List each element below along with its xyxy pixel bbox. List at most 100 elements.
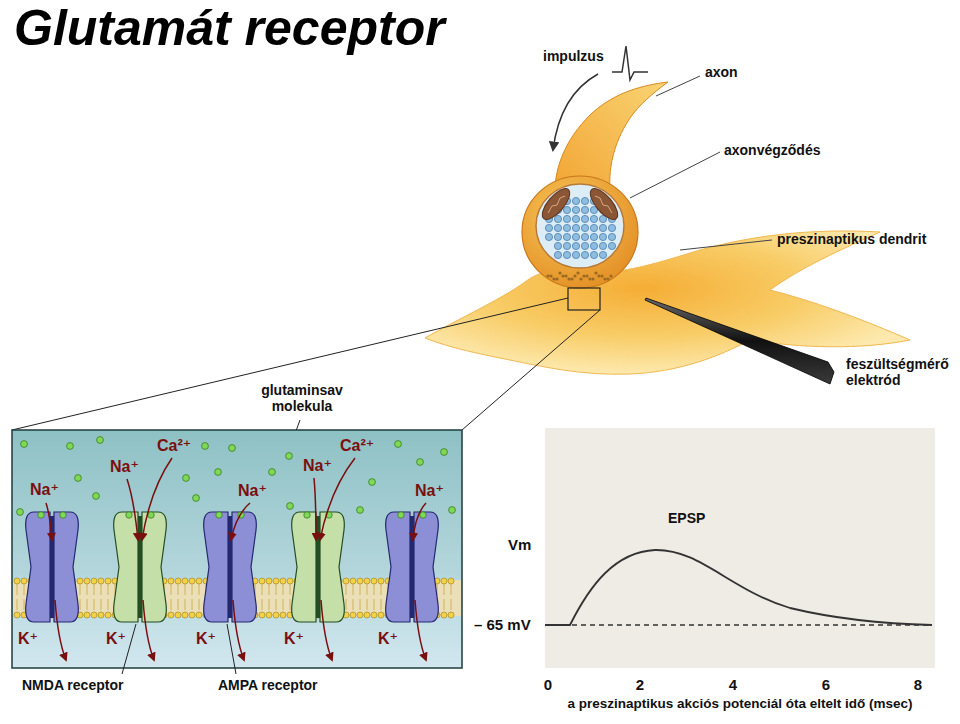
vesicle	[563, 233, 570, 240]
lipid-head	[91, 578, 97, 584]
lipid-tail	[178, 584, 179, 612]
lipid-head	[287, 578, 293, 584]
ion-label: Na⁺	[30, 481, 59, 499]
lipid-head	[182, 578, 188, 584]
zoom-square	[568, 288, 600, 310]
lipid-head	[91, 612, 97, 618]
lipid-head	[350, 578, 356, 584]
lipid-head	[280, 612, 286, 618]
lipid-tail	[283, 584, 284, 612]
ion-label: Ca²⁺	[340, 437, 374, 455]
glutamate-molecule	[215, 469, 222, 476]
vesicle	[554, 242, 561, 249]
vesicle	[581, 224, 588, 231]
lipid-head	[189, 578, 195, 584]
part-label: glutaminsav molekula	[252, 382, 352, 414]
channel-subunit	[320, 512, 344, 622]
bound-glutamate	[420, 512, 426, 518]
terminal-cutaway	[536, 184, 624, 268]
mitochondrion-crista	[595, 196, 612, 213]
leader-line	[630, 152, 720, 198]
lipid-head	[266, 612, 272, 618]
vesicle	[572, 224, 579, 231]
lipid-tail	[381, 584, 382, 612]
ion-flow-arrow	[413, 503, 426, 540]
axis-title: Vm	[508, 536, 531, 553]
axis-tick-label: 4	[729, 676, 737, 693]
ion-label: K⁺	[106, 630, 126, 648]
lipid-head	[14, 578, 20, 584]
vesicle	[554, 215, 561, 222]
active-zone-dot	[579, 277, 582, 280]
glutamate-molecule	[287, 503, 294, 510]
lipid-tail	[367, 584, 368, 612]
ion-label: K⁺	[18, 630, 38, 648]
vesicle	[590, 242, 597, 249]
ion-flow-arrow	[233, 600, 244, 660]
vesicle	[581, 206, 588, 213]
vesicle	[563, 242, 570, 249]
vesicle	[563, 251, 570, 258]
glutamate-molecules	[17, 437, 456, 516]
active-zone-dot	[549, 274, 552, 277]
active-zone-dot	[594, 271, 597, 274]
channel-subunit	[142, 512, 166, 622]
lipid-head	[343, 578, 349, 584]
mitochondrion	[586, 184, 623, 223]
active-zone-dot	[570, 277, 573, 280]
vesicle	[554, 251, 561, 258]
glutamate-molecule	[97, 437, 104, 444]
ion-flow-arrow	[143, 600, 154, 660]
leader-line	[680, 240, 772, 250]
ampa-channel	[386, 512, 439, 622]
lipid-tail	[185, 584, 186, 612]
leader-line	[227, 624, 236, 674]
vesicle	[599, 233, 606, 240]
vesicle	[599, 251, 606, 258]
active-zone-dot	[567, 277, 570, 280]
lipid-head	[98, 612, 104, 618]
glutamate-molecule	[17, 509, 24, 516]
active-zone-dot	[546, 274, 549, 277]
axis-title: a preszinaptikus akciós potenciál óta el…	[567, 696, 912, 712]
lipid-head	[98, 578, 104, 584]
vesicle	[590, 251, 597, 258]
part-label: axonvégződés	[724, 142, 820, 158]
ion-label: K⁺	[196, 630, 216, 648]
vesicle	[563, 224, 570, 231]
lipid-head	[364, 612, 370, 618]
vesicle	[590, 215, 597, 222]
lipid-tail	[94, 584, 95, 612]
vesicle	[590, 233, 597, 240]
vesicle	[563, 206, 570, 213]
channel-subunit	[232, 512, 256, 622]
axis-tick-label: 0	[544, 676, 552, 693]
diagram-title: Glutamát receptor	[14, 0, 445, 58]
ion-flow-arrow	[142, 458, 172, 540]
ion-arrows	[46, 458, 426, 660]
epsp-curve	[545, 550, 932, 625]
lipid-head	[357, 578, 363, 584]
spike-symbol	[612, 46, 648, 80]
lipid-tail	[87, 584, 88, 612]
vesicle	[581, 251, 588, 258]
voltage-electrode	[645, 298, 834, 384]
lipid-head	[105, 578, 111, 584]
nmda-channel	[292, 512, 345, 622]
lipid-head	[448, 578, 454, 584]
glutamate-molecule	[417, 459, 424, 466]
active-zone-dot	[600, 274, 603, 277]
lipid-head	[77, 578, 83, 584]
vesicle	[572, 206, 579, 213]
lipid-head	[182, 612, 188, 618]
part-label: impulzus	[543, 48, 604, 64]
active-zone-dot	[609, 274, 612, 277]
glutamate-molecule	[193, 495, 200, 502]
vesicle	[572, 242, 579, 249]
lipid-head	[168, 578, 174, 584]
lipid-head	[196, 612, 202, 618]
active-zone	[546, 271, 612, 280]
glutamate-molecule	[75, 475, 82, 482]
glutamate-molecule	[357, 507, 364, 514]
